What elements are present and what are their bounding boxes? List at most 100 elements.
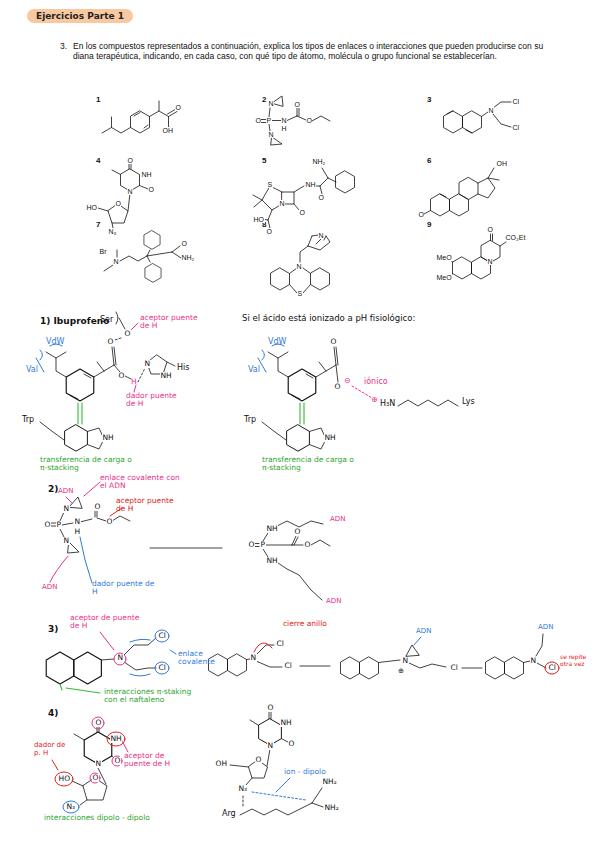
annotation-note: VdW xyxy=(268,338,286,347)
atom-symbol: N xyxy=(63,505,70,513)
annotation-note: Val xyxy=(248,366,260,375)
atom-symbol: N xyxy=(402,657,409,665)
atom-symbol: NH xyxy=(110,735,122,743)
atom-symbol: NH xyxy=(102,434,114,442)
atom-symbol: CO₂Et xyxy=(505,234,526,241)
atom-symbol: N xyxy=(127,188,133,195)
text-label: ⊕ xyxy=(398,668,404,676)
atom-symbol: MeO xyxy=(436,274,452,281)
atom-symbol: N xyxy=(268,100,274,107)
annotation-note: aceptor puente de H xyxy=(140,314,202,331)
atom-symbol: NH₂ xyxy=(181,254,195,261)
atom-symbol: O xyxy=(487,226,493,233)
atom-symbol: H xyxy=(74,528,81,536)
annotation-note: ion - dipolo xyxy=(284,768,326,776)
callout-number: 4 xyxy=(96,157,100,166)
atom-symbol: N xyxy=(113,258,119,265)
text-label: Arg xyxy=(222,810,236,819)
atom-symbol: O xyxy=(107,338,114,346)
atom-symbol: O xyxy=(94,503,101,511)
annotation-note: ⊖ xyxy=(344,377,351,386)
atom-symbol: NH xyxy=(160,372,172,380)
annotation-note: transferencia de carga o π-stacking xyxy=(40,456,140,473)
atom-symbol: O xyxy=(95,719,102,727)
annotation-note: ⊕ xyxy=(371,396,378,405)
atom-symbol: Cl xyxy=(276,640,284,648)
annotation-note: interacciones dipolo - dipolo xyxy=(44,814,194,822)
atom-symbol: OH xyxy=(162,127,174,134)
text-label: Trp xyxy=(22,416,34,425)
annotation-note: H xyxy=(131,378,137,386)
atom-symbol: N xyxy=(488,107,494,114)
annotation-note: ADN xyxy=(326,598,341,606)
atom-symbol: N xyxy=(318,232,324,239)
atom-symbol: Br xyxy=(99,248,107,255)
annotation-note: ADN xyxy=(538,624,553,632)
atom-symbol: NH xyxy=(141,171,152,178)
atom-symbol: N₃ xyxy=(108,228,117,235)
atom-symbol: O xyxy=(92,774,99,782)
atom-symbol: Cl xyxy=(512,124,520,131)
atom-symbol: NH xyxy=(305,181,316,188)
callout-number: 1 xyxy=(96,96,100,105)
annotation-note: cierre anillo xyxy=(283,620,327,628)
atom-symbol: HO xyxy=(253,216,265,223)
atom-symbol: Cl xyxy=(512,98,520,105)
atom-symbol: O xyxy=(44,521,51,529)
atom-symbol: N₃ xyxy=(238,785,248,793)
atom-symbol: N xyxy=(63,537,70,545)
annotation-note: interacciones π-staking con el naftaleno xyxy=(104,688,204,705)
atom-symbol: N xyxy=(117,654,124,662)
annotation-note: dador puente de H xyxy=(126,392,186,409)
atom-symbol: O xyxy=(181,240,187,247)
annotation-note: Val xyxy=(26,366,38,375)
atom-symbol: O xyxy=(267,704,274,712)
atom-symbol: O xyxy=(304,541,311,549)
atom-symbol: NH xyxy=(280,719,292,727)
callout-number: 7 xyxy=(96,221,100,230)
atom-symbol: O xyxy=(294,101,300,108)
atom-symbol: N xyxy=(250,654,257,662)
atom-symbol: N xyxy=(487,258,493,265)
section-heading: 2) xyxy=(48,484,58,494)
atom-symbol: N xyxy=(95,760,102,768)
atom-symbol: O xyxy=(175,104,181,111)
atom-symbol: NH₂ xyxy=(322,778,337,786)
annotation-note: se repite otra vez xyxy=(560,654,596,667)
atom-symbol: N xyxy=(74,518,81,526)
annotation-note: enlace covalente xyxy=(178,650,233,667)
atom-symbol: S xyxy=(267,181,273,188)
annotation-note: iónico xyxy=(364,378,388,387)
text-label: Lys xyxy=(462,398,475,407)
annotation-note: aceptor de puente de H xyxy=(124,752,186,769)
atom-symbol: O xyxy=(330,338,337,346)
atom-symbol: NH xyxy=(266,557,278,565)
callout-number: 3 xyxy=(427,96,431,105)
section-heading: 3) xyxy=(48,624,58,634)
text-label: Ser xyxy=(100,316,113,325)
atom-symbol: N xyxy=(144,360,151,368)
atom-symbol: O xyxy=(106,518,113,526)
annotation-note: dador puente de H xyxy=(92,580,162,597)
atom-symbol: N xyxy=(279,200,285,207)
atom-symbol: Cl xyxy=(284,662,292,670)
atom-symbol: O xyxy=(306,117,312,124)
callout-number: 6 xyxy=(427,157,431,166)
callout-number: 5 xyxy=(262,157,266,166)
atom-symbol: P xyxy=(56,521,62,529)
annotation-note: ADN xyxy=(58,488,73,496)
atom-symbol: Cl xyxy=(158,632,166,640)
text-label: Trp xyxy=(244,416,256,425)
text-label: H₃N xyxy=(380,400,395,409)
atom-symbol: O xyxy=(124,330,131,338)
atom-symbol: Cl xyxy=(548,664,556,672)
atom-symbol: N xyxy=(296,263,302,270)
atom-symbol: OH xyxy=(496,160,508,167)
text-label: 3. xyxy=(60,42,67,52)
atom-symbol: O xyxy=(299,209,305,216)
text-label: Si el ácido está ionizado a pH fisiológi… xyxy=(242,314,415,324)
page-title: Ejercicios Parte 1 xyxy=(27,9,133,23)
annotation-note: ADN xyxy=(330,516,345,524)
